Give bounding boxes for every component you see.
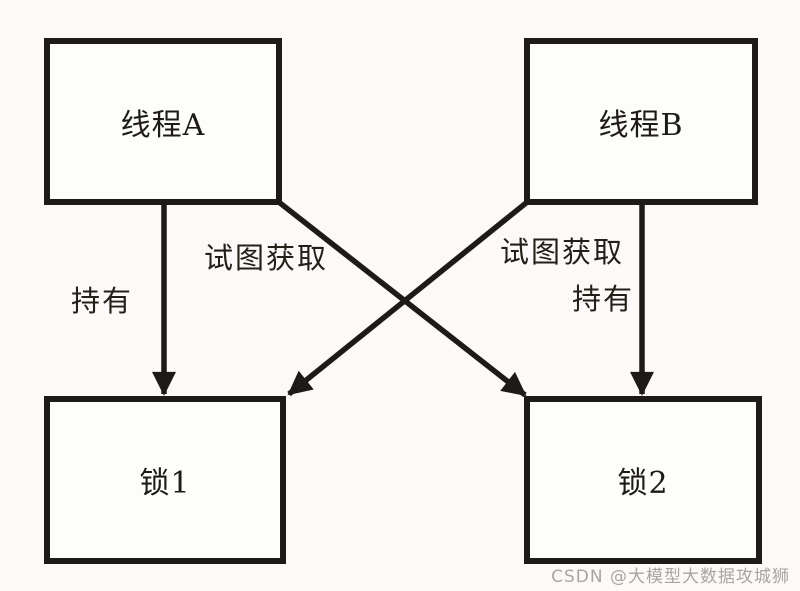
node-lock-2-label: 锁2: [617, 466, 669, 501]
edge-label-thread-b-holds: 持有: [572, 282, 635, 316]
node-thread-b-label: 线程B: [598, 107, 684, 143]
edge-thread-b-tries-lock-1: [287, 200, 528, 397]
watermark: CSDN @大模型大数据攻城狮: [551, 567, 790, 587]
edge-label-thread-b-tries: 试图获取: [500, 235, 625, 269]
edge-label-thread-a-holds: 持有: [71, 284, 134, 318]
node-lock-2: 锁2: [524, 396, 762, 564]
node-thread-b: 线程B: [524, 38, 758, 205]
node-thread-a-label: 线程A: [120, 107, 206, 143]
edge-label-thread-a-tries: 试图获取: [204, 241, 329, 275]
node-lock-1: 锁1: [44, 396, 286, 564]
node-lock-1-label: 锁1: [139, 466, 191, 501]
node-thread-a: 线程A: [44, 38, 282, 205]
